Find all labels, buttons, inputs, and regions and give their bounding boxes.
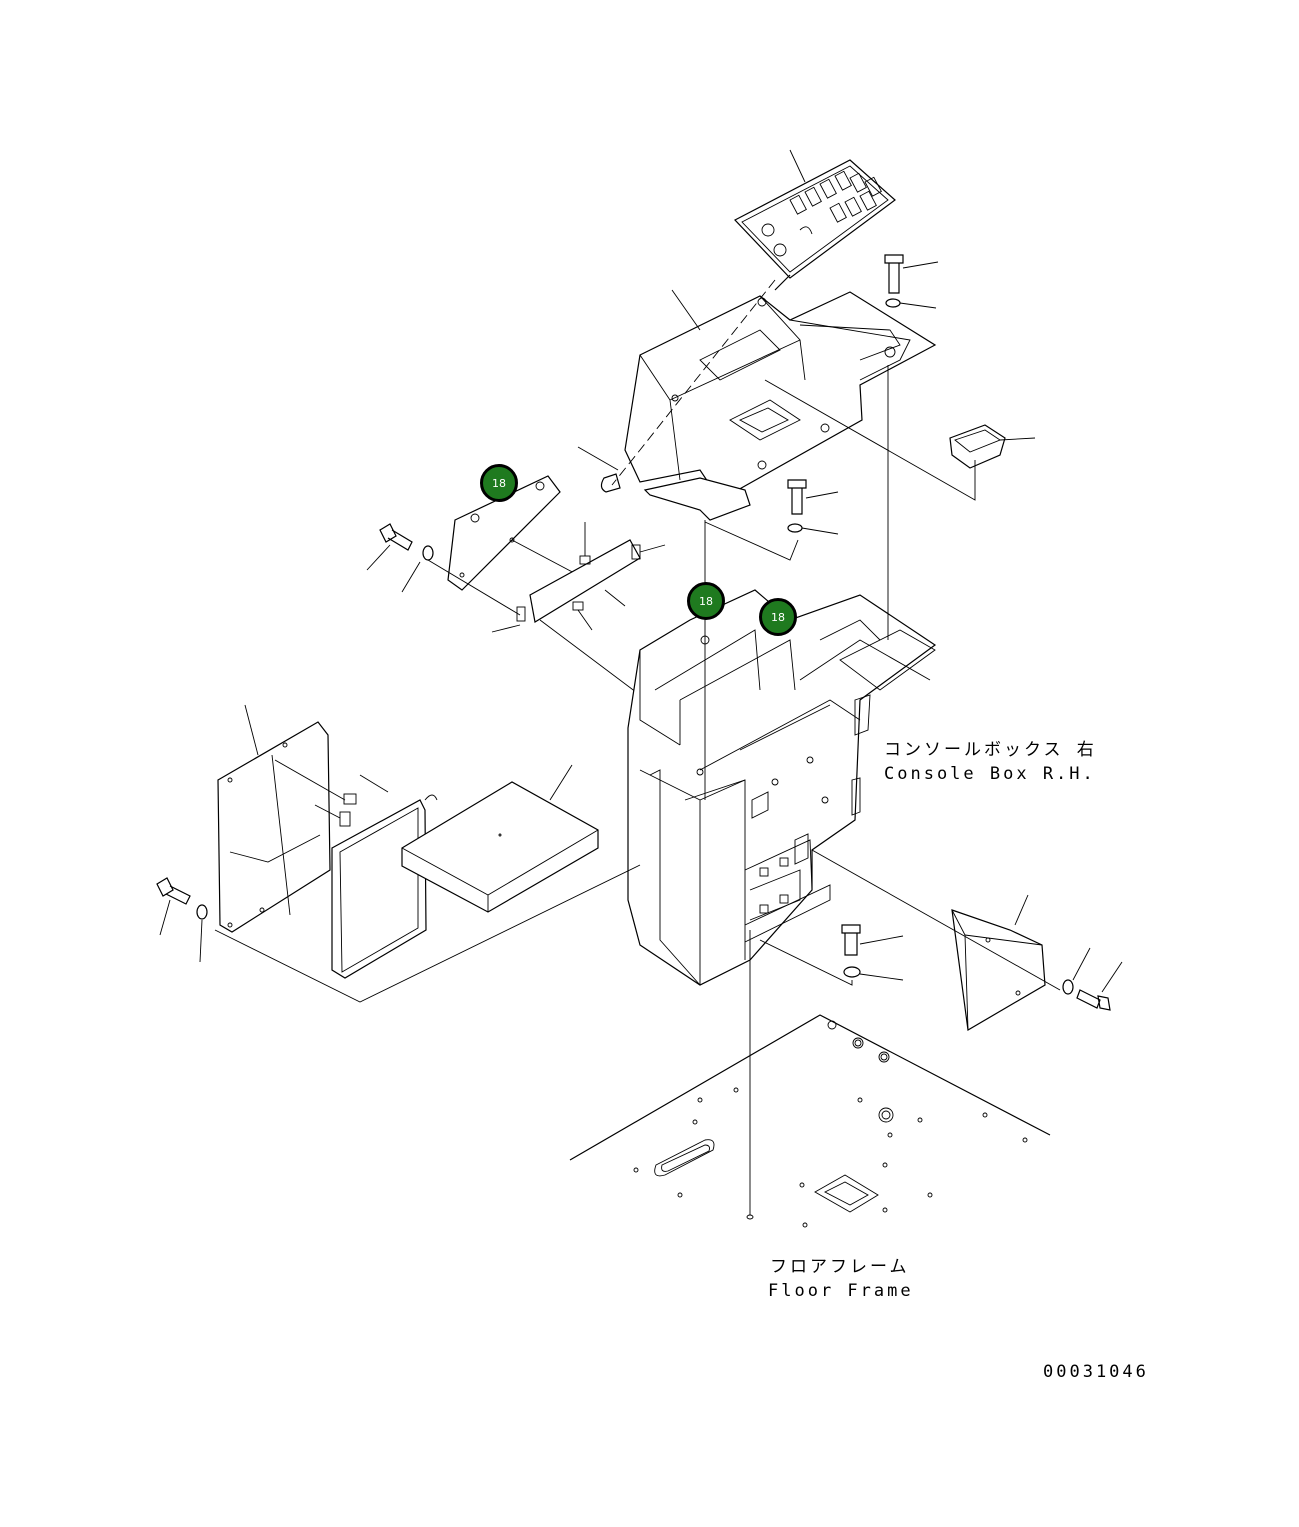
floor-frame-label-en: Floor Frame xyxy=(768,1281,914,1301)
seal-gasket xyxy=(331,794,438,979)
reference-marker-18-frame-left[interactable]: 18 xyxy=(687,582,725,620)
bolt-center xyxy=(704,479,839,561)
side-plate-right xyxy=(951,894,1046,1031)
floor-frame-label-jp: フロアフレーム xyxy=(770,1257,910,1277)
console-box-label-en: Console Box R.H. xyxy=(884,764,1096,784)
bolt-lower xyxy=(759,924,904,986)
bolt-left-lower xyxy=(156,864,641,1003)
door-panel-left xyxy=(217,704,389,933)
console-cover xyxy=(624,291,937,521)
power-socket xyxy=(949,424,1036,469)
floor-frame xyxy=(569,1014,1051,1228)
bolt-right xyxy=(811,849,1123,1011)
bolt-upper xyxy=(884,254,939,309)
switch-panel xyxy=(734,159,896,291)
reference-marker-18-frame-right[interactable]: 18 xyxy=(759,598,797,636)
grommet-strip xyxy=(491,522,666,696)
drawing-number: 00031046 xyxy=(1043,1362,1149,1382)
reference-marker-18-cover[interactable]: 18 xyxy=(480,464,518,502)
console-box-label-jp: コンソールボックス 右 xyxy=(884,740,1097,760)
insulation-pad xyxy=(401,764,599,913)
bolt-left-top xyxy=(366,523,521,616)
cover-plate-small xyxy=(447,475,579,591)
console-frame xyxy=(627,589,937,986)
